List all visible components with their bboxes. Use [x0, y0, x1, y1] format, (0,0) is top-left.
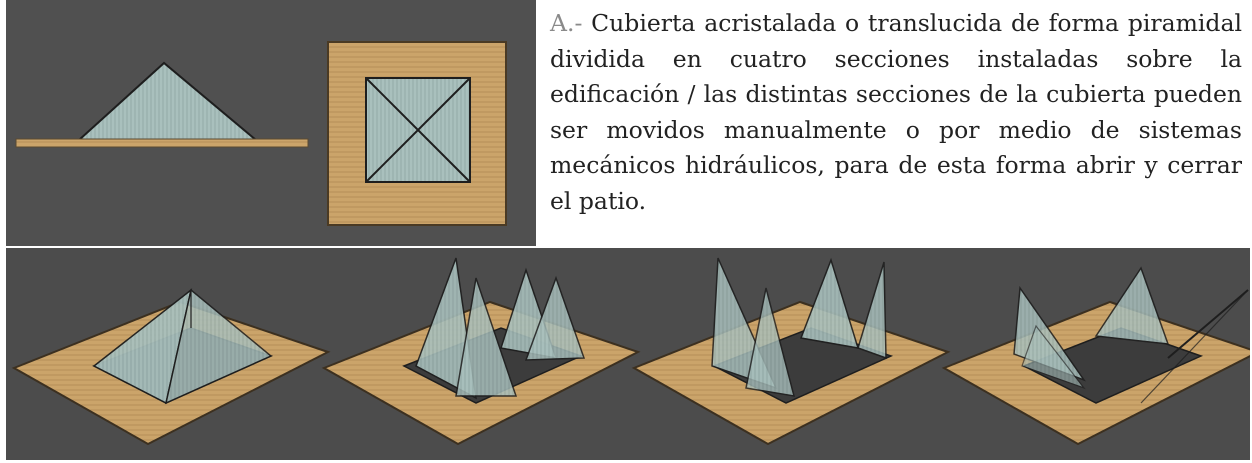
- pyramid-section: [76, 61, 259, 141]
- base-slab: [15, 138, 309, 148]
- sequence-drawing: [11, 257, 1250, 446]
- roof-section: [799, 257, 860, 349]
- opening-sequence: [6, 248, 1250, 460]
- roof-section: [857, 261, 887, 360]
- stage-opening-1: [321, 257, 641, 446]
- courtyard-opening: [1022, 327, 1204, 404]
- roof-section: [1021, 324, 1086, 390]
- roof-section-edge: [1140, 289, 1249, 404]
- roof-section-edge: [1167, 289, 1249, 359]
- roof-section: [1094, 266, 1170, 345]
- plan-view: [316, 0, 536, 246]
- elevation-drawing: [15, 61, 309, 148]
- caption-text: A.- Cubierta acristalada o translucida d…: [550, 6, 1242, 220]
- stage-open: [941, 266, 1250, 446]
- caption-letter: A.-: [550, 9, 583, 37]
- stage-closed: [11, 288, 331, 446]
- plan-diagonal: [365, 77, 471, 183]
- elevation-view: [6, 0, 316, 246]
- roof-section: [455, 277, 518, 397]
- stage-opening-2: [631, 257, 951, 446]
- roof-section: [745, 287, 796, 397]
- pyramid-face: [164, 288, 273, 405]
- caption-body: Cubierta acristalada o translucida de fo…: [550, 9, 1242, 215]
- plan-drawing: [327, 41, 507, 226]
- roof-section: [524, 275, 586, 361]
